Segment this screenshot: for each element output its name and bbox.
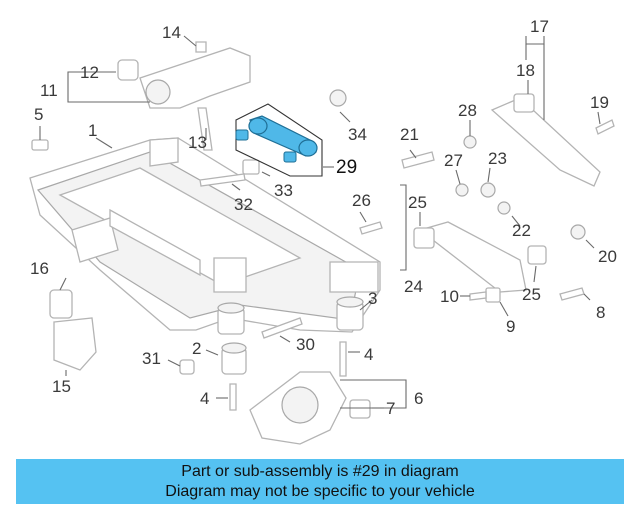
callout-31: 31	[142, 349, 161, 368]
callout-28: 28	[458, 101, 477, 120]
upper-arm-drawing	[117, 41, 251, 109]
subframe-drawing	[29, 137, 381, 333]
bolt-drawings	[31, 89, 347, 411]
callout-14: 14	[162, 23, 181, 42]
part-29-frame-box	[235, 103, 323, 177]
callout-6: 6	[414, 389, 423, 408]
callout-9: 9	[506, 317, 515, 336]
callout-29: 29	[336, 157, 357, 178]
callout-8: 8	[596, 303, 605, 322]
callout-30: 30	[296, 335, 315, 354]
callout-13: 13	[188, 133, 207, 152]
part-29-bushing-left	[248, 117, 268, 135]
callout-25-top: 25	[408, 193, 427, 212]
part-29-bushing-small-a	[235, 129, 249, 141]
callout-5: 5	[34, 105, 43, 124]
callout-7: 7	[386, 399, 395, 418]
callout-4-lower-left: 4	[200, 389, 209, 408]
callout-27: 27	[444, 151, 463, 170]
mount-drawing	[49, 289, 97, 371]
callout-26: 26	[352, 191, 371, 210]
callout-22: 22	[512, 221, 531, 240]
callout-labels: 1 2 3 4 4 5 6 7 8 9 10 11 12 13 14 15 16…	[30, 17, 617, 418]
knuckle-drawing	[249, 371, 371, 445]
callout-24: 24	[404, 277, 423, 296]
callout-4-right: 4	[364, 345, 373, 364]
highlighted-part-29	[235, 103, 323, 177]
callout-20: 20	[598, 247, 617, 266]
callout-2: 2	[192, 339, 201, 358]
callout-10: 10	[440, 287, 459, 306]
banner-line-2: Diagram may not be specific to your vehi…	[165, 482, 475, 500]
leader-lines	[39, 35, 601, 409]
callout-3: 3	[368, 289, 377, 308]
banner-line-1: Part or sub-assembly is #29 in diagram	[181, 462, 459, 480]
callout-19: 19	[590, 93, 609, 112]
callout-17: 17	[530, 17, 549, 36]
callout-34: 34	[348, 125, 367, 144]
callout-11: 11	[40, 81, 58, 100]
rear-arm-drawings	[359, 93, 615, 303]
callout-12: 12	[80, 63, 99, 82]
callout-21: 21	[400, 125, 419, 144]
callout-32: 32	[234, 195, 253, 214]
callout-15: 15	[52, 377, 71, 396]
part-29-bushing-small-b	[283, 151, 297, 163]
part-29-bushing-right	[298, 139, 318, 157]
callout-33: 33	[274, 181, 293, 200]
info-banner: Part or sub-assembly is #29 in diagram D…	[16, 459, 624, 504]
bushing-drawings	[217, 296, 364, 375]
callout-1: 1	[88, 121, 97, 140]
callout-16: 16	[30, 259, 49, 278]
callout-18: 18	[516, 61, 535, 80]
callout-23: 23	[488, 149, 507, 168]
callout-25-bottom: 25	[522, 285, 541, 304]
